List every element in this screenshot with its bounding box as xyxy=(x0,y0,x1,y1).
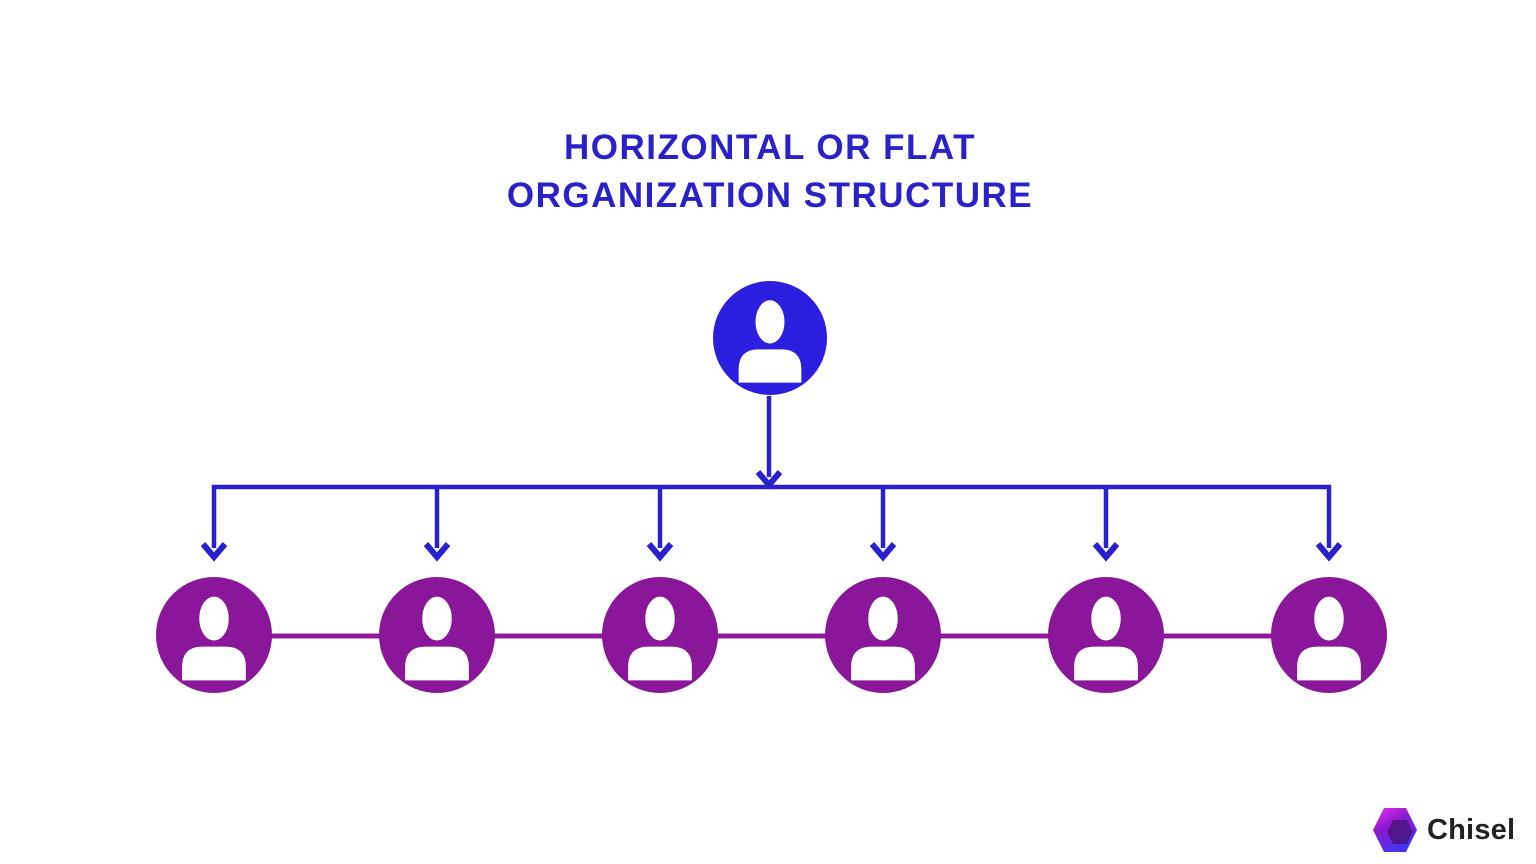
title-line-1: HORIZONTAL OR FLAT xyxy=(564,128,976,167)
person-icon xyxy=(1048,577,1164,693)
person-icon xyxy=(379,577,495,693)
member-node xyxy=(1271,577,1387,693)
member-node xyxy=(156,577,272,693)
chisel-hexagon-icon xyxy=(1373,808,1417,852)
brand-name: Chisel xyxy=(1427,813,1516,846)
person-icon xyxy=(825,577,941,693)
drop-lines xyxy=(434,487,1109,548)
member-node xyxy=(1048,577,1164,693)
drop-arrowheads xyxy=(200,542,1343,562)
person-icon xyxy=(1271,577,1387,693)
brand-logo: Chisel xyxy=(1372,804,1515,856)
member-node xyxy=(825,577,941,693)
distribution-line xyxy=(211,484,1332,548)
member-node xyxy=(379,577,495,693)
person-icon xyxy=(602,577,718,693)
page-title: HORIZONTAL OR FLAT ORGANIZATION STRUCTUR… xyxy=(0,124,1536,220)
member-node xyxy=(602,577,718,693)
person-icon xyxy=(713,281,827,395)
manager-arrow xyxy=(755,396,783,490)
title-line-2: ORGANIZATION STRUCTURE xyxy=(506,176,1034,215)
manager-node xyxy=(713,281,827,395)
person-icon xyxy=(156,577,272,693)
